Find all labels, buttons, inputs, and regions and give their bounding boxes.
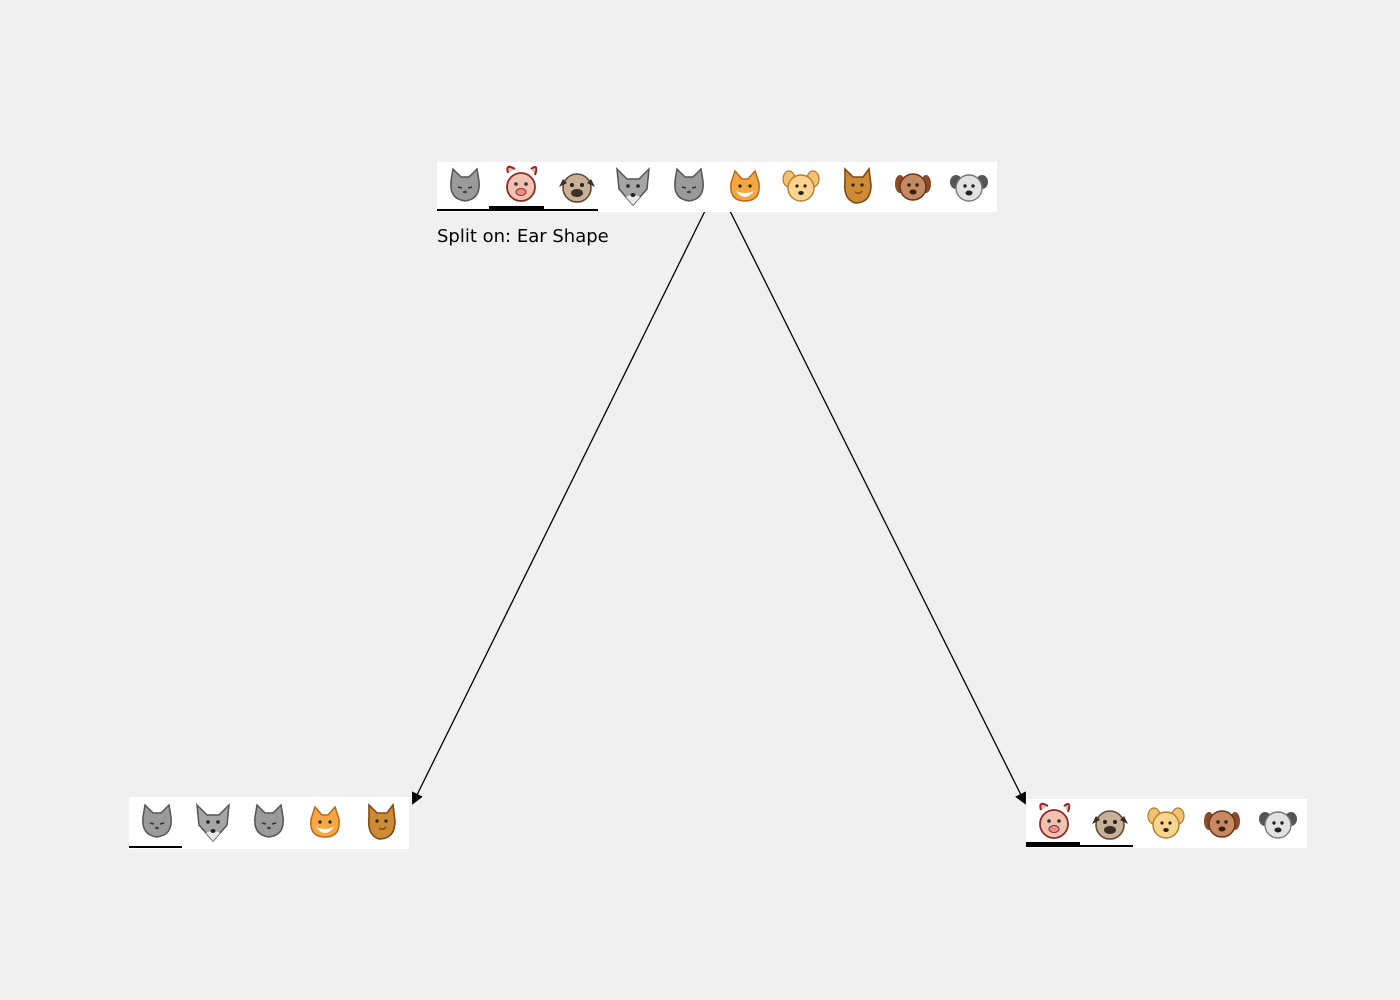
brown-dog-icon <box>1194 800 1250 848</box>
grey-cat-icon <box>661 163 717 211</box>
golden-dog-icon <box>773 163 829 211</box>
left-animal-row <box>129 799 409 847</box>
orange-cat-icon <box>717 163 773 211</box>
grey-wolf-icon <box>185 799 241 847</box>
grey-cat-icon <box>241 799 297 847</box>
pug-dog-icon <box>549 163 605 211</box>
grey-cat-icon <box>437 163 493 211</box>
pink-pig-dog-icon <box>493 163 549 211</box>
right-animal-row <box>1026 800 1306 848</box>
root-underline-highlight <box>489 206 544 211</box>
right-node <box>1026 799 1307 848</box>
right-underline-highlight <box>1026 842 1080 847</box>
white-grey-dog-icon <box>1250 800 1306 848</box>
root-node <box>437 162 997 212</box>
left-node <box>129 797 409 849</box>
edge-root-to-right <box>729 210 1026 805</box>
pug-dog-icon <box>1082 800 1138 848</box>
brown-cat-icon <box>829 163 885 211</box>
grey-cat-icon <box>129 799 185 847</box>
golden-dog-icon <box>1138 800 1194 848</box>
grey-wolf-icon <box>605 163 661 211</box>
root-animal-row <box>437 163 997 211</box>
orange-cat-icon <box>297 799 353 847</box>
left-underline <box>129 846 182 848</box>
brown-cat-icon <box>353 799 409 847</box>
edge-root-to-left <box>412 210 706 805</box>
white-grey-dog-icon <box>941 163 997 211</box>
pink-pig-dog-icon <box>1026 800 1082 848</box>
brown-dog-icon <box>885 163 941 211</box>
split-label: Split on: Ear Shape <box>437 226 609 247</box>
